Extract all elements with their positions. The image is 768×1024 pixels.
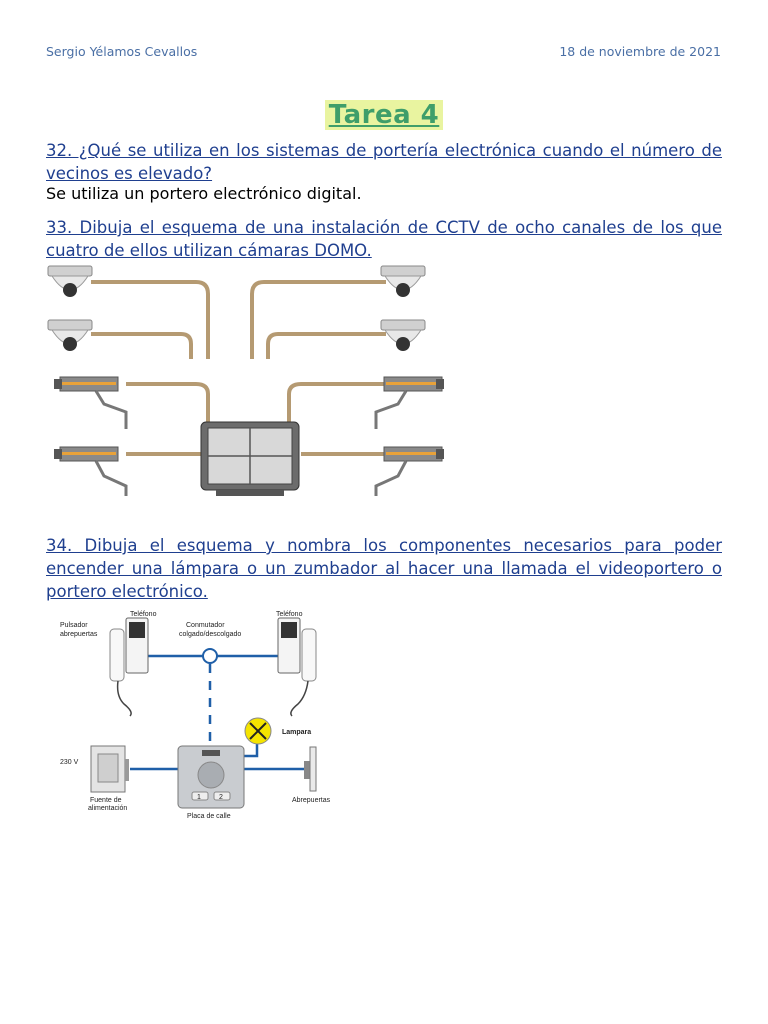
question-34: 34. Dibuja el esquema y nombra los compo…	[46, 536, 722, 601]
label-telephone-left: Teléfono	[130, 611, 157, 618]
bullet-camera-icon	[374, 376, 444, 429]
label-key-2: 2	[219, 794, 223, 801]
switch-node-icon	[202, 648, 218, 664]
power-supply-icon	[90, 745, 129, 793]
lamp-icon	[244, 717, 272, 745]
label-push-button-2: abrepuertas	[60, 631, 98, 638]
label-door-opener: Abrepuertas	[292, 797, 331, 804]
document-date: 18 de noviembre de 2021	[559, 44, 721, 59]
question-33: 33. Dibuja el esquema de una instalación…	[46, 218, 722, 260]
label-power-supply-1: Fuente de	[90, 797, 122, 804]
cable-lines	[91, 280, 386, 456]
dome-camera-icon	[47, 319, 93, 351]
label-switch-1: Conmutador	[186, 622, 225, 629]
door-opener-icon	[304, 746, 317, 792]
cctv-diagram	[46, 265, 456, 496]
answer-32: Se utiliza un portero electrónico digita…	[46, 184, 362, 203]
label-switch-2: colgado/descolgado	[179, 631, 241, 638]
dome-camera-icon	[380, 265, 426, 297]
telephone-icon	[109, 617, 149, 717]
label-key-1: 1	[197, 794, 201, 801]
label-voltage: 230 V	[60, 759, 79, 766]
bullet-camera-icon	[54, 376, 128, 429]
page-title-text: Tarea 4	[324, 100, 444, 130]
label-telephone-right: Teléfono	[276, 611, 303, 618]
bullet-camera-icon	[54, 446, 128, 496]
telephone-icon	[277, 617, 317, 717]
door-phone-diagram: Teléfono Teléfono Pulsador abrepuertas C…	[60, 611, 331, 820]
dome-camera-icon	[380, 319, 426, 351]
street-panel-icon	[177, 745, 245, 809]
monitor-icon	[200, 421, 300, 496]
page-title: Tarea 4	[0, 100, 768, 130]
label-lamp: Lampara	[282, 729, 311, 736]
author-name: Sergio Yélamos Cevallos	[46, 44, 198, 59]
bullet-camera-icon	[374, 446, 444, 496]
question-32: 32. ¿Qué se utiliza en los sistemas de p…	[46, 141, 722, 183]
dome-camera-icon	[47, 265, 93, 297]
label-push-button-1: Pulsador	[60, 622, 88, 629]
label-power-supply-2: alimentación	[88, 805, 127, 812]
label-street-panel: Placa de calle	[187, 813, 231, 820]
